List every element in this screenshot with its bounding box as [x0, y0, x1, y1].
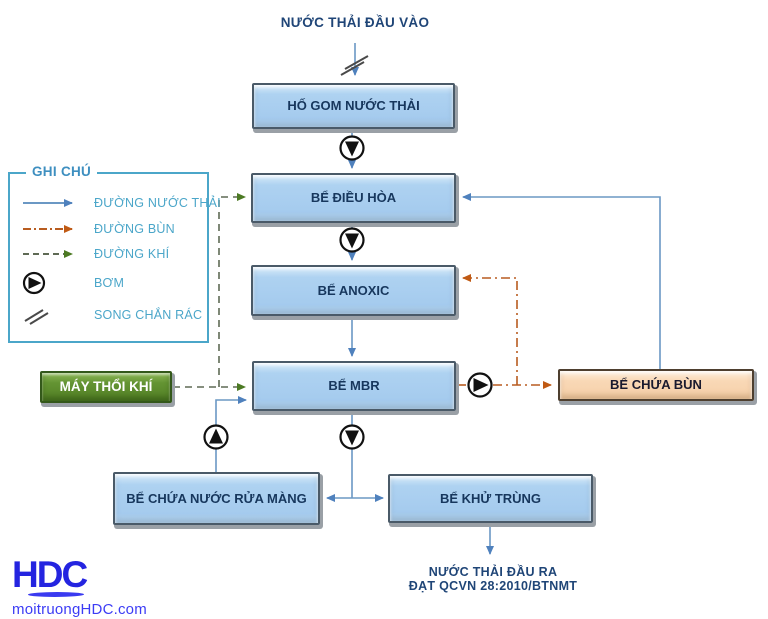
pump-icon — [467, 372, 493, 398]
line-bun-return-dieuhoa — [462, 193, 661, 369]
bar-screen-icon — [24, 309, 49, 325]
pump-icon — [22, 272, 46, 295]
influent-title: NƯỚC THẢI ĐẦU VÀO — [280, 15, 430, 30]
legend-label: ĐƯỜNG NƯỚC THẢI — [94, 195, 221, 210]
legend-item-sludge: ĐƯỜNG BÙN — [20, 220, 203, 238]
tank-ho-gom: HỐ GOM NƯỚC THẢI — [252, 83, 455, 129]
legend-items: ĐƯỜNG NƯỚC THẢI ĐƯỜNG BÙN ĐƯỜNG KHÍ — [10, 174, 221, 341]
tank-anoxic: BỂ ANOXIC — [251, 265, 456, 316]
tank-mbr: BỂ MBR — [252, 361, 456, 411]
pump-icon — [203, 424, 229, 450]
legend-item-pump: BƠM — [20, 271, 203, 295]
logo-text: HDC — [12, 554, 88, 595]
tank-chua-nuoc-rua-mang: BỂ CHỨA NƯỚC RỬA MÀNG — [113, 472, 320, 525]
line-sludge-anoxic — [462, 274, 518, 385]
tank-chua-bun: BỂ CHỨA BÙN — [558, 369, 754, 401]
legend-box: GHI CHÚ ĐƯỜNG NƯỚC THẢI ĐƯỜNG BÙN ĐƯỜNG … — [8, 164, 221, 343]
effluent-line2: ĐẠT QCVN 28:2010/BTNMT — [408, 579, 578, 593]
water-line-icon — [23, 198, 73, 207]
legend-item-water: ĐƯỜNG NƯỚC THẢI — [20, 194, 221, 212]
line-air-dieuhoa — [218, 193, 246, 387]
legend-item-air: ĐƯỜNG KHÍ — [20, 245, 203, 263]
logo-website: moitruongHDC.com — [12, 601, 147, 618]
legend-item-screen: SONG CHẮN RÁC — [20, 303, 203, 327]
pump-icon — [339, 227, 365, 253]
air-blower: MÁY THỔI KHÍ — [40, 371, 172, 403]
company-logo: HDC moitruongHDC.com — [12, 556, 172, 618]
sludge-lines — [457, 274, 552, 389]
legend-title: GHI CHÚ — [26, 164, 98, 179]
pump-icon — [339, 424, 365, 450]
legend-label: ĐƯỜNG BÙN — [94, 221, 175, 236]
legend-label: SONG CHẮN RÁC — [94, 308, 203, 323]
sludge-line-icon — [23, 224, 73, 233]
air-lines — [173, 193, 246, 391]
pump-icons — [203, 135, 493, 450]
tank-dieu-hoa: BỂ ĐIỀU HÒA — [251, 173, 456, 223]
pump-icon — [339, 135, 365, 161]
tank-khu-trung: BỂ KHỬ TRÙNG — [388, 474, 593, 523]
effluent-line1: NƯỚC THẢI ĐẦU RA — [428, 565, 558, 579]
air-line-icon — [23, 250, 73, 259]
effluent-title: NƯỚC THẢI ĐẦU RA ĐẠT QCVN 28:2010/BTNMT — [378, 565, 608, 593]
bar-screen-icon — [340, 55, 369, 76]
legend-label: ĐƯỜNG KHÍ — [94, 247, 170, 262]
legend-label: BƠM — [94, 276, 125, 291]
logo-swoosh — [26, 592, 86, 597]
